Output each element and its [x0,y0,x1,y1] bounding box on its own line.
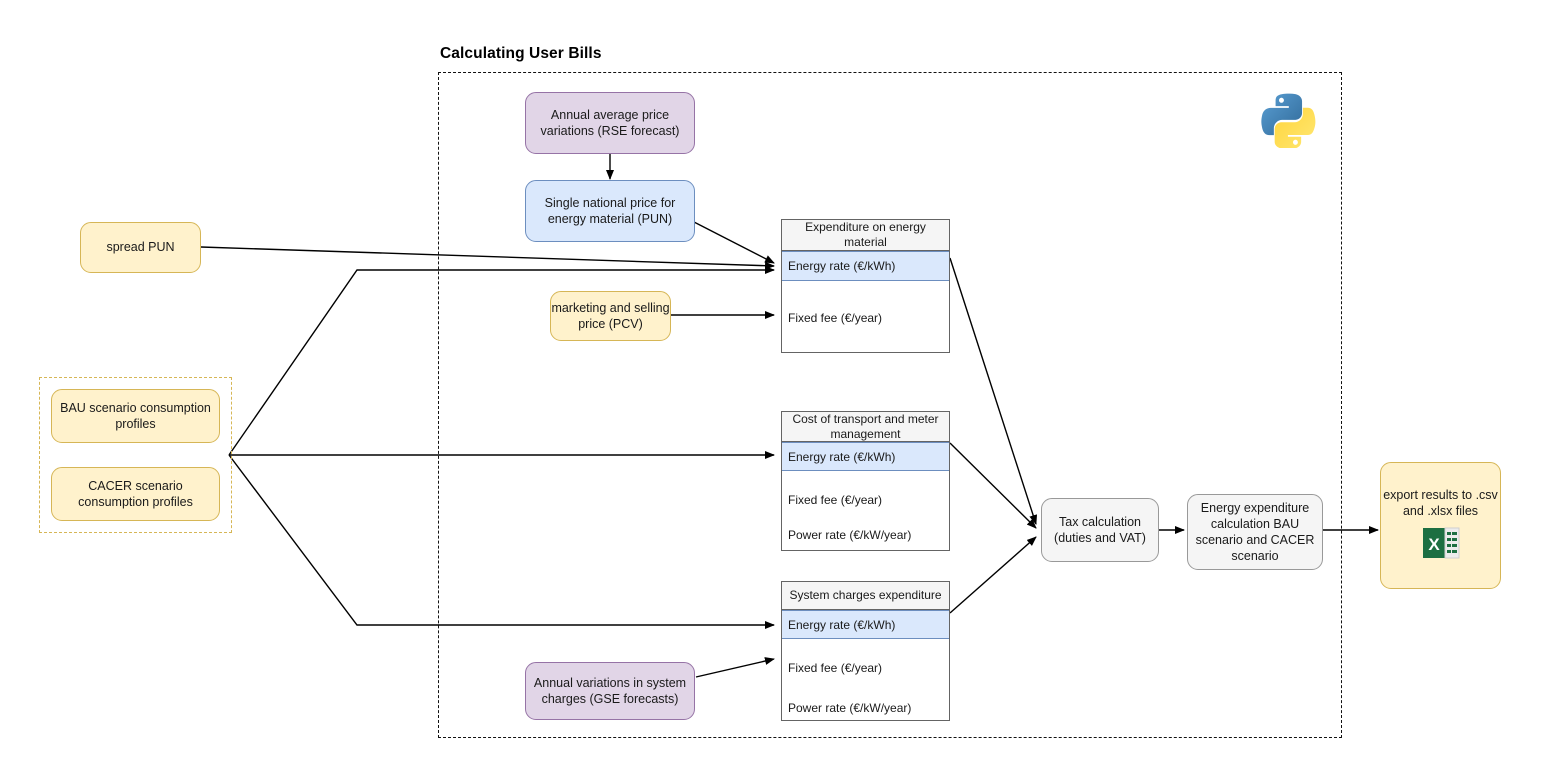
rse-forecast-node[interactable]: Annual average price variations (RSE for… [525,92,695,154]
table-row[interactable]: Fixed fee (€/year) [788,661,883,675]
spread-pun-node[interactable]: spread PUN [80,222,201,273]
bau-scenario-node[interactable]: BAU scenario consumption profiles [51,389,220,443]
table-row[interactable]: Fixed fee (€/year) [788,493,883,507]
pcv-label: marketing and selling price (PCV) [551,300,670,331]
table-row-highlighted[interactable]: Energy rate (€/kWh) [782,251,949,281]
export-results-label: export results to .csv and .xlsx files [1383,487,1498,518]
table-header: Expenditure on energy material [782,220,949,251]
table-row[interactable]: Power rate (€/kW/year) [788,701,912,715]
gse-forecast-label: Annual variations in system charges (GSE… [533,675,687,706]
tax-calculation-label: Tax calculation (duties and VAT) [1054,514,1146,545]
table-row[interactable]: Power rate (€/kW/year) [788,528,912,542]
diagram-title: Calculating User Bills [440,45,602,62]
export-results-node[interactable]: export results to .csv and .xlsx files X [1380,462,1501,589]
energy-expenditure-node[interactable]: Energy expenditure calculation BAU scena… [1187,494,1323,570]
gse-forecast-node[interactable]: Annual variations in system charges (GSE… [525,662,695,720]
table-system-charges-expenditure: System charges expenditure Energy rate (… [781,581,950,721]
table-row-highlighted[interactable]: Energy rate (€/kWh) [782,442,949,471]
cacer-scenario-node[interactable]: CACER scenario consumption profiles [51,467,220,521]
python-logo-icon [1258,90,1320,150]
consumption-profiles-group [39,377,232,533]
table-header: System charges expenditure [782,582,949,610]
table-expenditure-on-energy-material: Expenditure on energy material Energy ra… [781,219,950,353]
rse-forecast-label: Annual average price variations (RSE for… [540,107,680,138]
table-header: Cost of transport and meter management [782,412,949,442]
bau-scenario-label: BAU scenario consumption profiles [60,400,211,431]
pcv-node[interactable]: marketing and selling price (PCV) [550,291,671,341]
pun-node[interactable]: Single national price for energy materia… [525,180,695,242]
tax-calculation-node[interactable]: Tax calculation (duties and VAT) [1041,498,1159,562]
svg-text:X: X [1428,535,1440,554]
pun-label: Single national price for energy materia… [544,195,676,226]
excel-file-icon: X [1381,526,1500,564]
energy-expenditure-label: Energy expenditure calculation BAU scena… [1195,500,1315,564]
cacer-scenario-label: CACER scenario consumption profiles [78,478,193,509]
calculating-user-bills-container [438,72,1342,738]
table-cost-of-transport-and-meter-management: Cost of transport and meter management E… [781,411,950,551]
spread-pun-label: spread PUN [106,240,175,255]
table-row[interactable]: Fixed fee (€/year) [788,311,883,325]
table-row-highlighted[interactable]: Energy rate (€/kWh) [782,610,949,639]
